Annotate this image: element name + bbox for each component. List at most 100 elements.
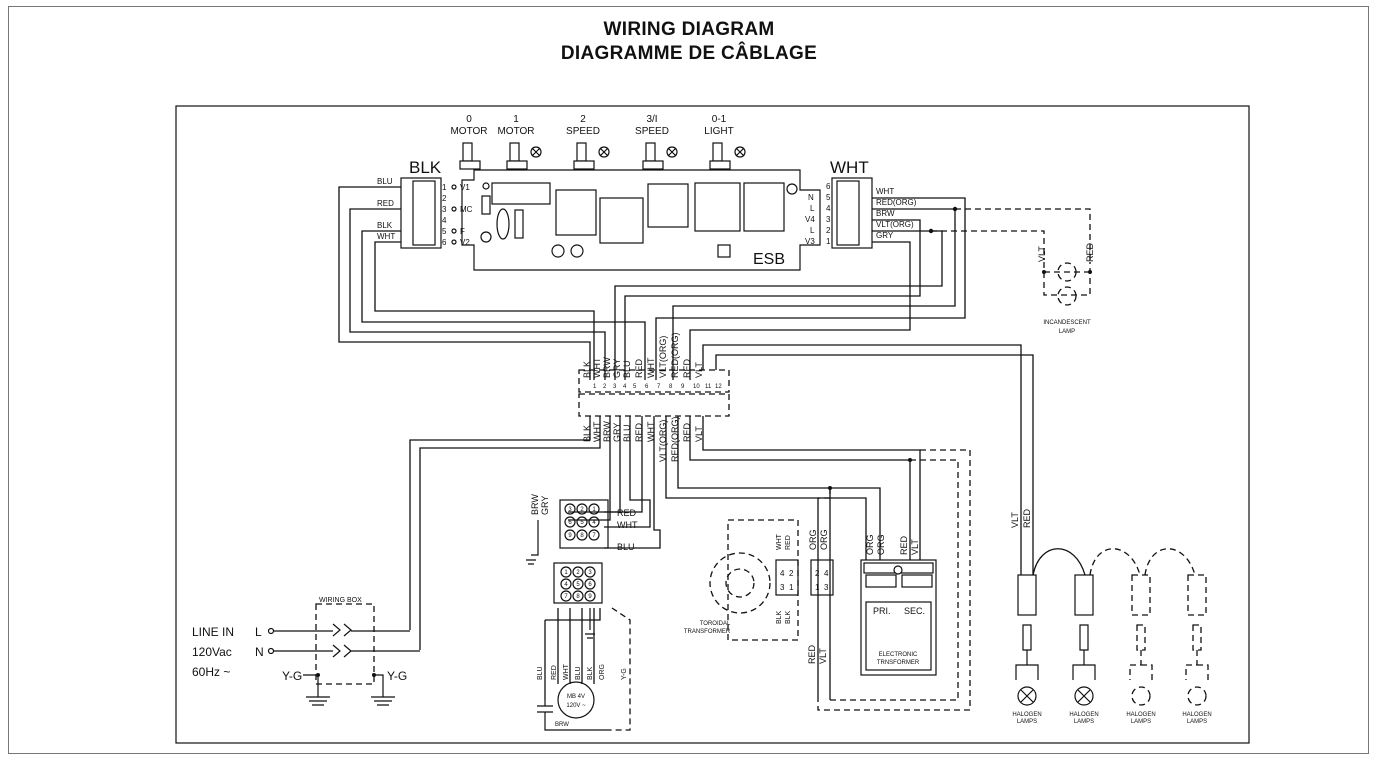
- wire-label: Y-G: [621, 668, 628, 680]
- blk-connector: BLK 1 2 3 4 5 6 V1 MC F V2 BLU RED BLK W…: [377, 158, 473, 249]
- halogen-bulb-icon: [1074, 686, 1094, 706]
- wire-label: BLK: [377, 221, 393, 230]
- diagram-title: WIRING DIAGRAM: [603, 19, 775, 40]
- ground-icon: [526, 520, 539, 565]
- wire-label: ORG: [819, 529, 829, 550]
- wire-label: 4: [824, 569, 829, 578]
- switch-4-name: LIGHT: [704, 126, 733, 137]
- wire-label: 2: [789, 569, 794, 578]
- wire-label: 6: [568, 520, 572, 526]
- halogen-bulb-icon: [1187, 686, 1207, 706]
- wire-label: HALOGEN: [1126, 712, 1155, 718]
- wire-label: 1: [442, 183, 447, 192]
- motor-plug: BRW GRY RED WHT BLU 3 2 1 6 5 4 9 8 7: [526, 494, 638, 565]
- wire-label: GRY: [876, 231, 894, 240]
- wire-label: WHT: [646, 357, 656, 378]
- electronic-transformer: PRI. SEC. ELECTRONIC TRNSFORMER: [860, 559, 937, 676]
- bulb-icon: [1057, 286, 1077, 306]
- wire-label: 6: [442, 238, 447, 247]
- wire-label: HALOGEN: [1182, 712, 1211, 718]
- capacitor-icon: [537, 700, 610, 731]
- wire-label: N: [255, 645, 264, 659]
- wire-label: WHT: [592, 357, 602, 378]
- wire-label: 5: [576, 582, 580, 588]
- wire-label: GRY: [612, 359, 622, 378]
- wire-label: BLK: [587, 666, 594, 680]
- wire-label: BLU: [622, 360, 632, 378]
- wire-label: Y-G: [387, 669, 407, 683]
- wire-label: 2: [442, 194, 447, 203]
- wire-label: BLK: [582, 425, 592, 442]
- wire-label: RED: [682, 358, 692, 378]
- diagram-border: [175, 105, 1250, 744]
- wire-label: RED(ORG): [670, 417, 680, 463]
- wire-label: 4: [826, 204, 831, 213]
- wire-label: LAMPS: [1074, 719, 1094, 725]
- wire-label: 9: [681, 384, 685, 390]
- wire-label: TRANSFORMER: [684, 629, 731, 635]
- wire-label: BRW: [602, 421, 612, 442]
- wire-label: 8: [669, 384, 673, 390]
- wire-label: RED: [785, 535, 792, 550]
- wire-label: VLT: [1037, 246, 1047, 262]
- wire-label: 5: [580, 520, 584, 526]
- wire-label: 9: [568, 533, 572, 539]
- wire-label: PRI.: [873, 606, 891, 616]
- wire-label: RED: [617, 508, 637, 518]
- wire-label: WHT: [377, 232, 395, 241]
- wire-label: RED: [899, 535, 909, 555]
- wire-label: TOROIDAL: [700, 621, 731, 627]
- wire-label: BLU: [537, 666, 544, 680]
- wire-label: BRW: [876, 209, 895, 218]
- wire-label: 9: [588, 594, 592, 600]
- wire-label: ORG: [599, 664, 606, 680]
- wire-label: 4: [623, 384, 627, 390]
- wire-label: 2: [580, 507, 584, 513]
- ground-icon: [585, 608, 595, 639]
- wire-label: WHT: [876, 187, 894, 196]
- board-label: ESB: [753, 251, 785, 268]
- wire-label: 3: [826, 215, 831, 224]
- wire-label: 5: [633, 384, 637, 390]
- wire-label: 2: [576, 570, 580, 576]
- wire-label: MB 4V: [567, 694, 585, 700]
- switch-3-num: 3/I: [646, 114, 657, 125]
- wire-label: BLU: [622, 424, 632, 442]
- wire-label: 2: [603, 384, 607, 390]
- wire-label: 2: [826, 226, 831, 235]
- wire-label: 1: [592, 507, 596, 513]
- wiring-box: WIRING BOX LINE IN 120Vac 60Hz ~ L N Y-G…: [192, 597, 420, 706]
- wire-label: WHT: [776, 533, 783, 550]
- wire-label: BLK: [785, 610, 792, 624]
- wire-label: 12: [715, 384, 722, 390]
- wire-label: BLK: [776, 610, 783, 624]
- wire-label: 4: [564, 582, 568, 588]
- wire-label: 60Hz ~: [192, 665, 230, 679]
- wire-label: WHT: [617, 520, 638, 530]
- wire-label: BLK: [582, 361, 592, 378]
- wire-label: SEC.: [904, 606, 925, 616]
- wire-label: INCANDESCENT: [1043, 320, 1091, 326]
- wire-label: N: [808, 193, 814, 202]
- wire-label: RED: [551, 665, 558, 680]
- wire-label: RED: [377, 199, 394, 208]
- toroidal-transformer: 4 2 3 1 2 4 1 3 WHT RED BLK BLK ORG ORG …: [684, 519, 834, 641]
- wire-label: BRW: [602, 357, 612, 378]
- switch-4-num: 0-1: [712, 114, 727, 125]
- wire-label: VLT: [818, 648, 828, 664]
- switch-0-num: 0: [466, 114, 472, 125]
- wire-label: RED: [807, 644, 817, 664]
- wire-label: 2: [815, 569, 820, 578]
- wire-label: VLT(ORG): [876, 220, 914, 229]
- wire-label: L: [810, 226, 815, 235]
- wire-label: VLT: [910, 539, 920, 555]
- wire-label: 1: [826, 237, 831, 246]
- wire-label: HALOGEN: [1012, 712, 1041, 718]
- wire-label: VLT: [1010, 512, 1020, 528]
- wire-label: V3: [805, 237, 815, 246]
- connector-bottom-labels: BLK WHT BRW GRY BLU RED WHT VLT(ORG) RED…: [582, 417, 704, 463]
- connector-top-labels: BLK WHT BRW GRY BLU RED WHT VLT(ORG) RED…: [582, 333, 704, 379]
- wire-label: VLT(ORG): [658, 420, 668, 462]
- wire-label: 120Vac: [192, 645, 232, 659]
